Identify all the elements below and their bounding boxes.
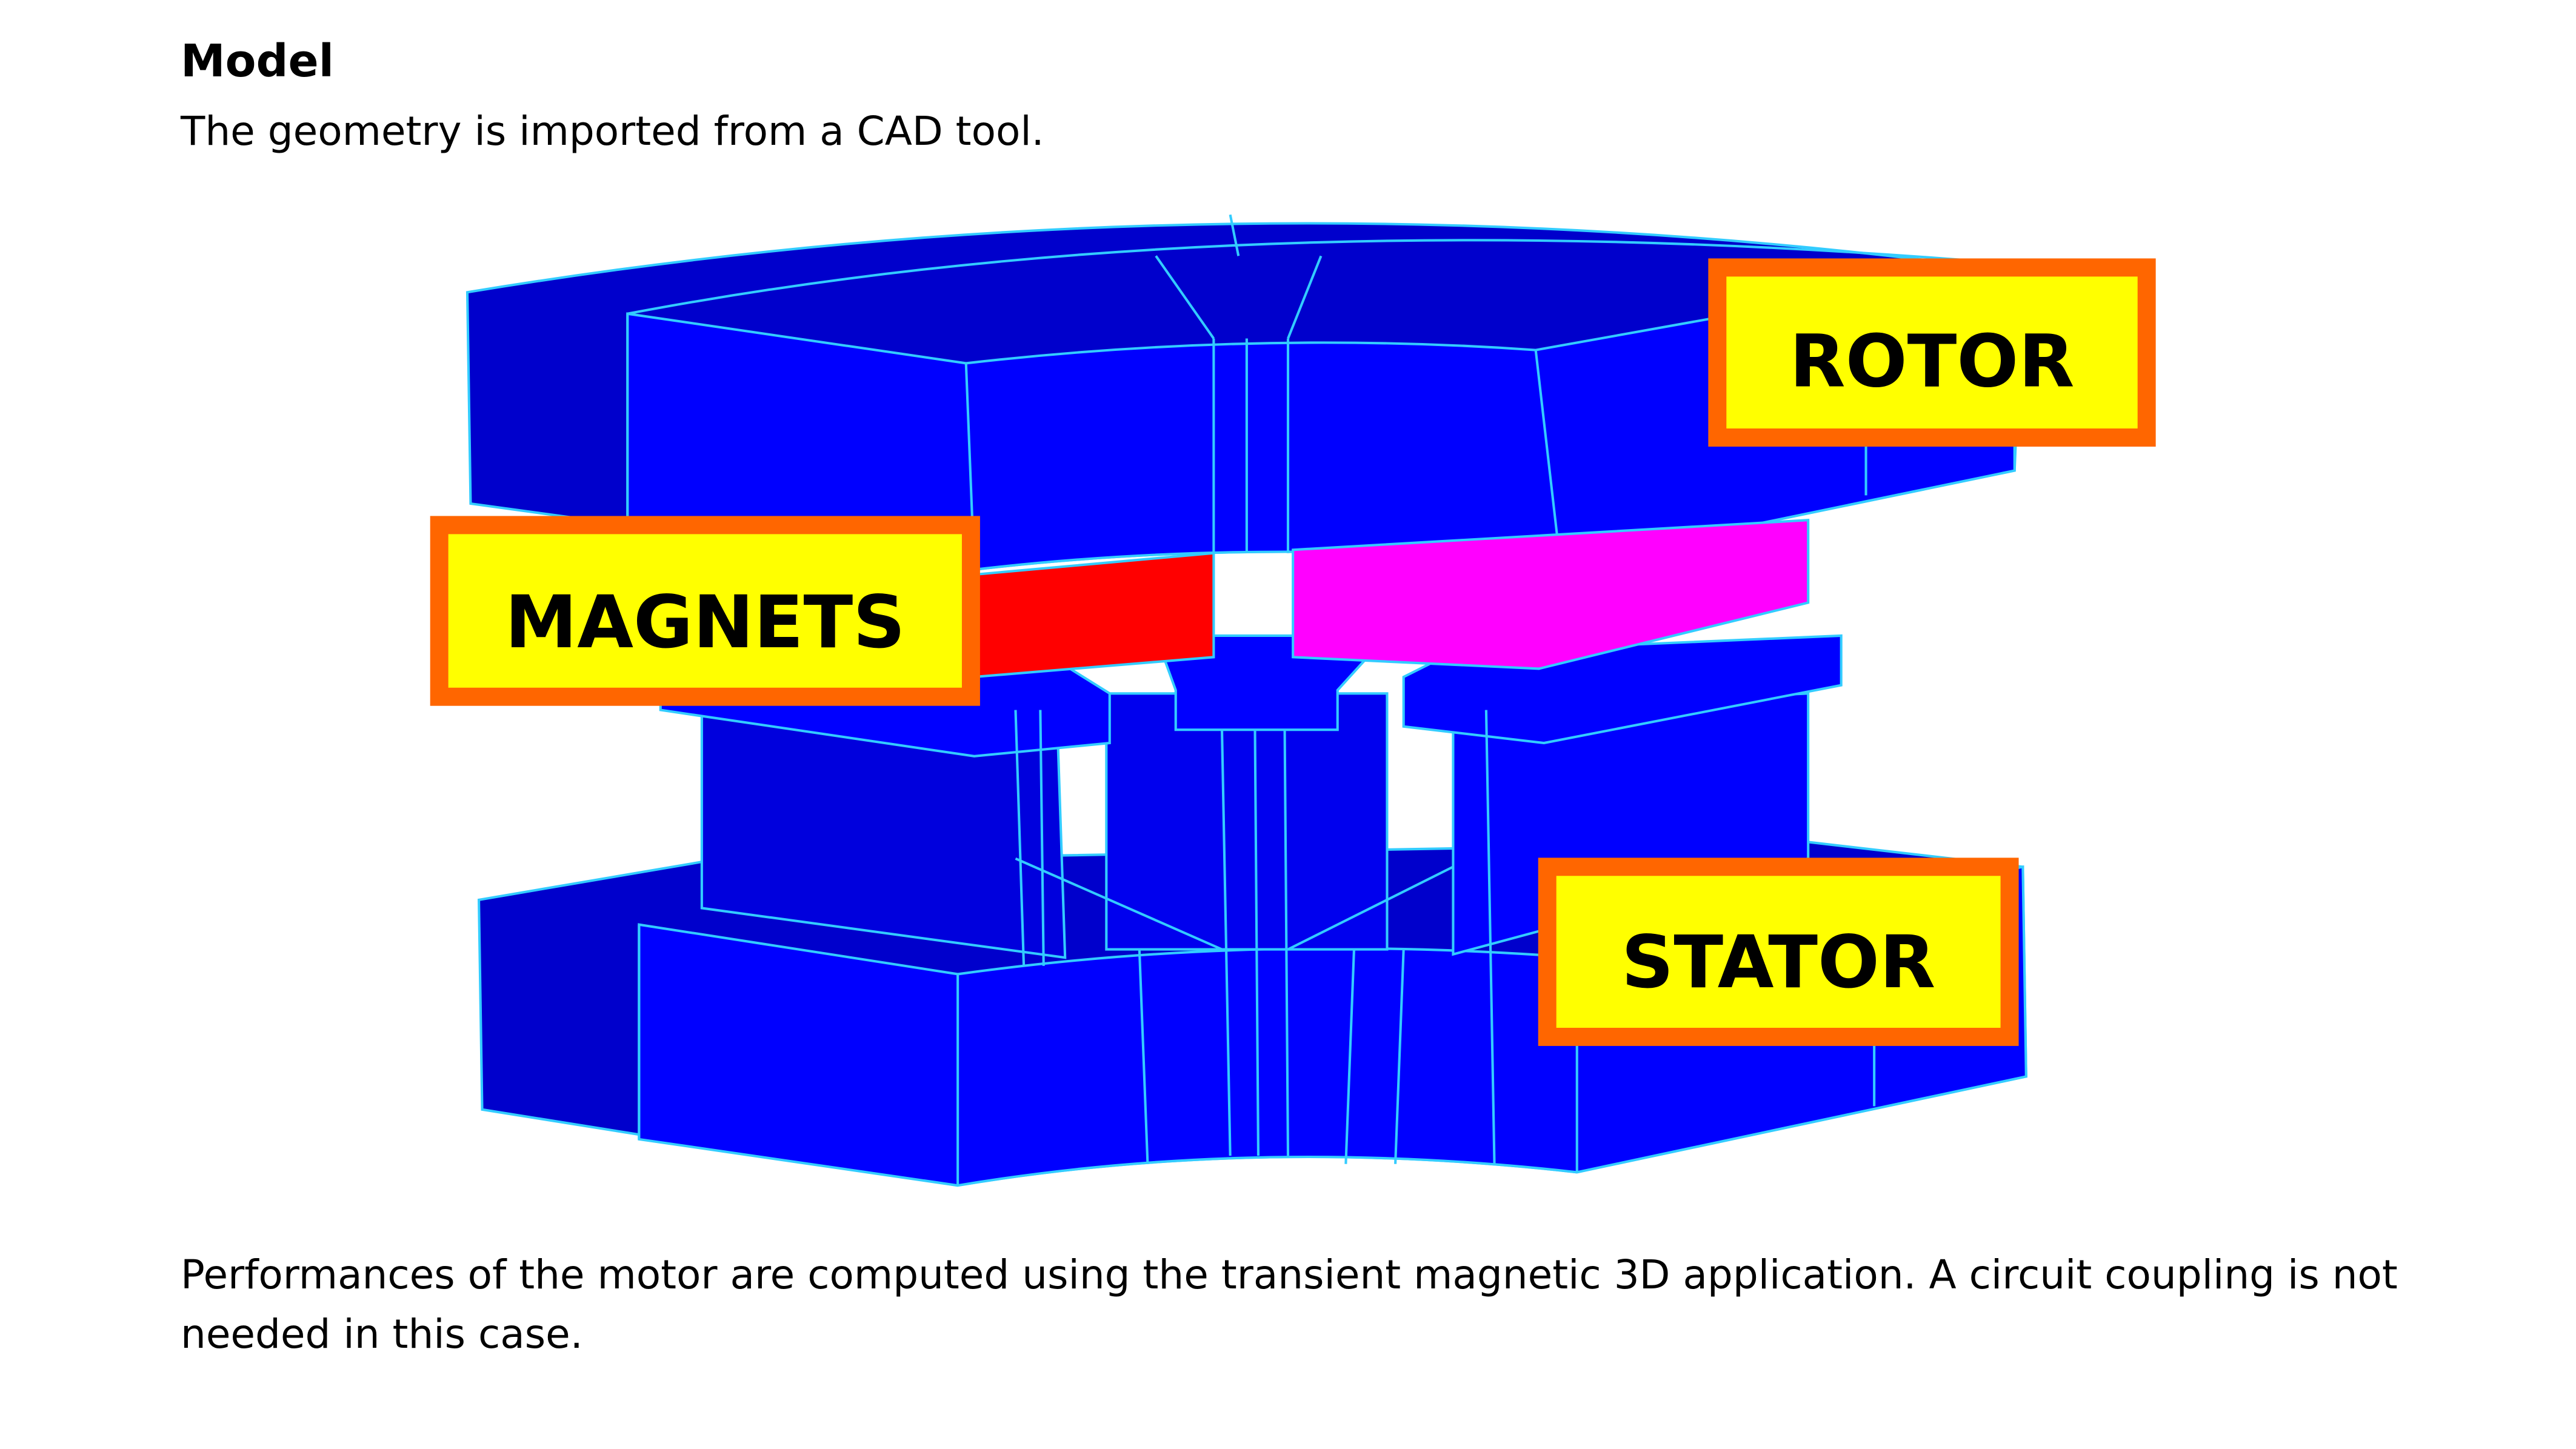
description-text: Performances of the motor are computed u… <box>181 1251 2398 1357</box>
magnets-label-text: MAGNETS <box>505 581 906 665</box>
stator-tooth-center <box>1105 692 1389 951</box>
rotor-label-text: ROTOR <box>1789 320 2074 404</box>
magnet-red <box>973 551 1215 679</box>
stator-label-text: STATOR <box>1621 921 1935 1005</box>
section-heading: Model <box>181 35 335 87</box>
rotor-front <box>626 262 2016 571</box>
stator-label: STATOR <box>1538 858 2019 1046</box>
magnet-magenta <box>1292 519 1810 670</box>
magnets-label: MAGNETS <box>430 516 980 706</box>
intro-text: The geometry is imported from a CAD tool… <box>181 108 1044 155</box>
rotor-label: ROTOR <box>1708 258 2156 447</box>
